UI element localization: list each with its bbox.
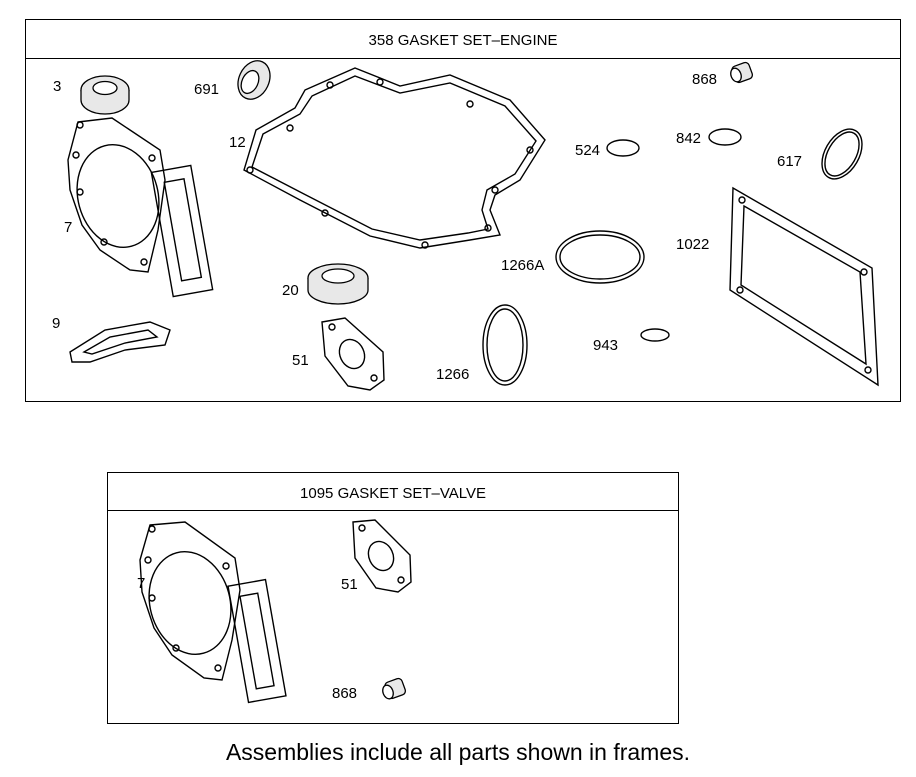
label-part-1266a: 1266A <box>501 257 545 274</box>
label-part-1266: 1266 <box>436 366 470 383</box>
valve-label-part-7: 7 <box>137 575 146 592</box>
part-20-seal[interactable] <box>307 263 369 305</box>
footer-note: Assemblies include all parts shown in fr… <box>225 739 691 765</box>
part-842-o-ring[interactable] <box>708 128 742 146</box>
label-part-3: 3 <box>53 78 62 95</box>
label-part-9: 9 <box>52 315 61 332</box>
label-part-524: 524 <box>575 142 601 159</box>
part-943-o-ring[interactable] <box>640 328 670 342</box>
part-12-crankcase-gasket[interactable] <box>243 67 546 249</box>
label-part-868: 868 <box>692 71 718 88</box>
valve-part-7-head-gasket[interactable] <box>138 521 287 704</box>
label-part-943: 943 <box>593 337 619 354</box>
engine-gasket-set-frame: 358 GASKET SET–ENGINE <box>25 19 901 402</box>
valve-part-868-valve-seal[interactable] <box>381 677 407 700</box>
part-9-exhaust-gasket[interactable] <box>69 321 171 363</box>
part-691-seal[interactable] <box>232 56 276 105</box>
label-part-617: 617 <box>777 153 803 170</box>
part-51-intake-gasket[interactable] <box>321 317 385 391</box>
valve-gasket-set-frame: 1095 GASKET SET–VALVE <box>107 472 679 724</box>
engine-gasket-set-title: 358 GASKET SET–ENGINE <box>26 20 900 59</box>
part-1266a-o-ring[interactable] <box>555 230 645 284</box>
label-part-1022: 1022 <box>676 236 710 253</box>
valve-label-part-51: 51 <box>341 576 358 593</box>
part-7-head-gasket[interactable] <box>66 117 214 298</box>
part-524-o-ring[interactable] <box>606 139 640 157</box>
valve-part-51-intake-gasket[interactable] <box>352 519 412 593</box>
part-868-valve-seal[interactable] <box>729 61 754 84</box>
label-part-691: 691 <box>194 81 220 98</box>
label-part-842: 842 <box>676 130 702 147</box>
part-1022-cover-gasket[interactable] <box>729 186 879 387</box>
valve-gasket-set-title: 1095 GASKET SET–VALVE <box>108 473 678 511</box>
label-part-12: 12 <box>229 134 246 151</box>
part-3-seal[interactable] <box>80 75 130 115</box>
part-617-o-ring[interactable] <box>814 122 870 186</box>
part-1266-o-ring[interactable] <box>482 304 528 386</box>
label-part-51: 51 <box>292 352 309 369</box>
valve-label-part-868: 868 <box>332 685 358 702</box>
label-part-7: 7 <box>64 219 73 236</box>
label-part-20: 20 <box>282 282 299 299</box>
